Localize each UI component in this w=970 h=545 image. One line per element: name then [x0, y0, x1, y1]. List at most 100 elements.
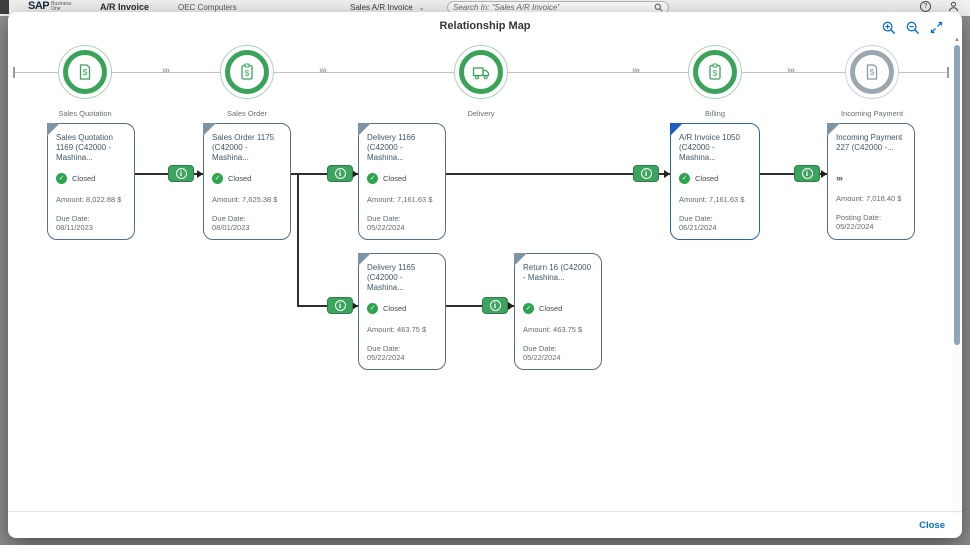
dialog-footer: [8, 511, 962, 538]
status-badge: ✓ Closed: [367, 173, 438, 184]
order-clipboard-icon: $: [241, 63, 253, 80]
doc-date: Due Date:05/22/2024: [367, 214, 405, 232]
doc-date: Posting Date:05/22/2024: [836, 213, 882, 231]
stage-axis-start-cap: [13, 67, 15, 78]
stage-chevrons-icon: ›››: [162, 65, 170, 76]
page-fold-icon: [203, 123, 216, 136]
doc-date: Due Date:06/21/2024: [679, 214, 717, 232]
connector-line: [291, 173, 358, 175]
status-text: Closed: [539, 304, 563, 313]
status-badge: ✓ Closed: [56, 173, 127, 184]
connector-branch-line: [297, 173, 299, 306]
doc-amount: Amount: 7,161.63 $: [679, 195, 745, 204]
stage-sales-order: $ Sales Order: [220, 45, 274, 118]
delivery-truck-icon: [472, 66, 489, 79]
doc-card-delivery-1166[interactable]: Delivery 1166 (C42000 - Mashina... ✓Clos…: [358, 123, 446, 240]
stage-label: Billing: [704, 109, 726, 118]
dialog-title: Relationship Map: [439, 20, 531, 32]
arrowhead-icon: [508, 302, 514, 310]
quotation-document-icon: $: [79, 64, 91, 80]
stage-sales-quotation: $ Sales Quotation: [58, 45, 112, 118]
continuation-chevrons-icon: ›››: [836, 173, 843, 183]
shell-app-title: A/R Invoice: [100, 2, 150, 12]
search-icon: [654, 3, 663, 12]
stage-delivery: Delivery: [454, 45, 508, 118]
zoom-in-button[interactable]: [881, 20, 896, 35]
doc-amount: Amount: 8,022.88 $: [56, 195, 122, 204]
status-badge: ✓ Closed: [212, 173, 283, 184]
doc-card-return-16[interactable]: Return 16 (C42000 - Mashina... ✓Closed A…: [514, 253, 602, 370]
doc-card-incoming-payment-227[interactable]: Incoming Payment 227 (C42000 -... ››› Am…: [827, 123, 915, 240]
stage-chevrons-icon: ›››: [632, 65, 640, 76]
connection-info-button[interactable]: i: [327, 165, 353, 182]
search-scope-select[interactable]: Sales A/R Invoice⌄: [350, 3, 425, 12]
doc-card-title: A/R Invoice 1050 (C42000 - Mashina...: [679, 133, 740, 162]
close-button[interactable]: Close: [919, 520, 945, 531]
arrowhead-icon: [821, 170, 827, 178]
check-icon: ✓: [212, 173, 223, 184]
zoom-out-button[interactable]: [905, 20, 920, 35]
status-badge: ✓ Closed: [367, 303, 438, 314]
vertical-scrollbar-thumb[interactable]: [954, 45, 960, 345]
connector-line: [760, 173, 827, 175]
stage-label: Delivery: [467, 109, 495, 118]
stage-chevrons-icon: ›››: [787, 65, 795, 76]
page-fold-icon: [827, 123, 840, 136]
browser-corner: [0, 0, 9, 14]
connector-line: [446, 173, 670, 175]
doc-amount: Amount: 7,018.40 $: [836, 194, 902, 203]
stage-label: Incoming Payment: [840, 109, 904, 118]
connection-info-button[interactable]: i: [482, 297, 508, 314]
arrowhead-icon: [352, 170, 358, 178]
payment-document-icon: $: [866, 64, 878, 80]
svg-text:$: $: [713, 69, 718, 78]
connection-info-button[interactable]: i: [633, 165, 659, 182]
page-fold-icon: [670, 123, 683, 136]
sap-logo-sub2: One: [51, 6, 61, 12]
doc-card-delivery-1165[interactable]: Delivery 1165 (C42000 - Mashina... ✓ Clos…: [358, 253, 446, 370]
svg-text:$: $: [870, 67, 875, 77]
info-icon: i: [175, 168, 187, 179]
doc-card-title: Delivery 1165 (C42000 - Mashina...: [367, 263, 416, 292]
doc-card-title: Sales Order 1175 (C42000 - Mashina...: [212, 133, 275, 162]
arrowhead-icon: [197, 170, 203, 178]
doc-card-ar-invoice-1050[interactable]: A/R Invoice 1050 (C42000 - Mashina... ✓C…: [670, 123, 760, 240]
status-text: Closed: [228, 174, 252, 183]
doc-card-sales-quotation-1169[interactable]: Sales Quotation 1169 (C42000 - Mashina..…: [47, 123, 135, 240]
relationship-map-dialog: Relationship Map $ Sales Quotation ›››: [8, 12, 962, 538]
stage-axis-end-cap: [947, 67, 949, 78]
doc-card-sales-order-1175[interactable]: Sales Order 1175 (C42000 - Mashina... ✓ C…: [203, 123, 291, 240]
info-icon: i: [334, 168, 346, 179]
status-badge: ✓Closed: [523, 303, 594, 314]
doc-amount: Amount: 463.75 $: [523, 325, 583, 334]
connection-info-button[interactable]: i: [168, 165, 194, 182]
svg-text:$: $: [83, 67, 88, 77]
check-icon: ✓: [367, 303, 378, 314]
user-avatar-icon[interactable]: [948, 1, 959, 12]
status-text: Closed: [383, 174, 407, 183]
doc-date: Due Date:05/22/2024: [523, 344, 561, 362]
doc-card-title: Sales Quotation 1169 (C42000 - Mashina..…: [56, 133, 113, 162]
info-icon: i: [640, 168, 652, 179]
page-fold-icon: [47, 123, 60, 136]
check-icon: ✓: [56, 173, 67, 184]
help-glyph: ?: [923, 3, 928, 10]
connection-info-button[interactable]: i: [327, 297, 353, 314]
fullscreen-icon[interactable]: [929, 20, 944, 35]
scrollbar-up-arrow[interactable]: ▲: [954, 37, 960, 43]
connector-line: [446, 305, 514, 307]
page-fold-icon: [358, 123, 371, 136]
stage-label: Sales Order: [226, 109, 268, 118]
status-text: Closed: [72, 174, 96, 183]
help-icon[interactable]: ?: [920, 1, 931, 12]
doc-card-title: Return 16 (C42000 - Mashina...: [523, 263, 592, 282]
status-text: Closed: [695, 174, 719, 183]
status-badge: ✓Closed: [679, 173, 752, 184]
page-fold-icon: [514, 253, 527, 266]
connection-info-button[interactable]: i: [794, 165, 820, 182]
billing-invoice-icon: $: [709, 63, 721, 80]
status-text: Closed: [383, 304, 407, 313]
check-icon: ✓: [367, 173, 378, 184]
info-icon: i: [334, 300, 346, 311]
